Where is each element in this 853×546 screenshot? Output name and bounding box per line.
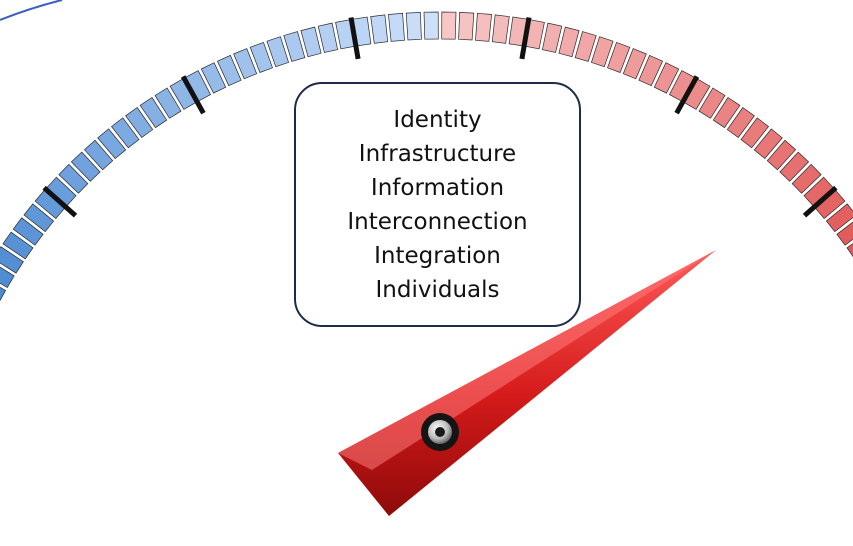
gauge-major-ticks — [42, 17, 838, 218]
gauge-major-tick — [180, 75, 206, 115]
gauge-segment — [740, 117, 769, 149]
gauge-segment — [23, 203, 55, 233]
gauge-segment — [283, 31, 306, 62]
gauge-segment — [111, 117, 140, 149]
gauge-segment — [622, 48, 647, 80]
gauge-segment — [0, 286, 7, 302]
gauge-segment — [753, 128, 783, 159]
gauge-segment — [200, 62, 227, 94]
gauge-segment — [541, 22, 563, 53]
gauge-segment — [653, 62, 680, 94]
gauge-segment — [370, 14, 389, 44]
gauge-segment — [405, 12, 422, 41]
gauge-segment — [607, 41, 631, 73]
gauge-segment — [726, 107, 755, 138]
gauge-segment — [216, 54, 242, 87]
gauge-segment — [139, 97, 168, 129]
gauge-segment — [58, 163, 89, 194]
gauge-segment — [766, 139, 797, 171]
gauge-segment — [70, 151, 101, 182]
label-interconnection: Interconnection — [347, 208, 528, 235]
gauge-segment — [590, 36, 614, 68]
corner-line — [0, 0, 63, 21]
gauge-segment — [233, 48, 258, 80]
gauge-major-tick — [674, 75, 700, 115]
gauge-segment — [12, 217, 44, 246]
gauge-segment — [698, 87, 726, 119]
label-information: Information — [370, 174, 505, 201]
gauge-needle — [338, 250, 716, 516]
gauge-segment — [638, 54, 664, 87]
gauge-segment — [458, 12, 475, 41]
needle-blade — [338, 250, 716, 516]
gauge-segment — [836, 221, 853, 246]
label-infrastructure: Infrastructure — [358, 140, 517, 167]
gauge-segment — [779, 151, 810, 182]
gauge-segment — [825, 203, 853, 233]
gauge-segment — [846, 243, 853, 258]
gauge-segment — [0, 266, 15, 288]
gauge-segment — [154, 87, 182, 119]
gauge-segment — [491, 14, 510, 44]
gauge-segment — [300, 26, 322, 58]
gauge-major-tick — [802, 185, 838, 218]
gauge-segment — [317, 22, 339, 53]
gauge-segment — [791, 163, 822, 194]
gauge-segment — [2, 231, 34, 260]
gauge-segment — [423, 11, 439, 40]
gauge-segment — [249, 41, 273, 73]
label-integration: Integration — [374, 242, 501, 269]
label-individuals: Individuals — [375, 276, 500, 303]
label-box: Identity Infrastructure Information Inte… — [294, 82, 581, 327]
gauge-segment — [83, 139, 114, 171]
gauge-major-tick — [42, 185, 78, 218]
gauge-major-tick — [348, 17, 361, 60]
label-identity: Identity — [393, 106, 482, 133]
gauge-major-tick — [519, 17, 532, 60]
gauge-segment — [574, 31, 597, 62]
gauge-segment — [558, 26, 580, 58]
gauge-segment — [712, 97, 741, 129]
gauge-segment — [125, 107, 154, 138]
gauge-segment — [475, 12, 492, 42]
gauge-segments — [0, 11, 853, 302]
gauge-segment — [97, 128, 127, 159]
gauge-segment — [0, 246, 24, 274]
gauge-segment — [388, 12, 405, 42]
gauge-segment — [266, 36, 290, 68]
needle-hub-center — [435, 427, 445, 437]
gauge-segment — [441, 11, 457, 40]
